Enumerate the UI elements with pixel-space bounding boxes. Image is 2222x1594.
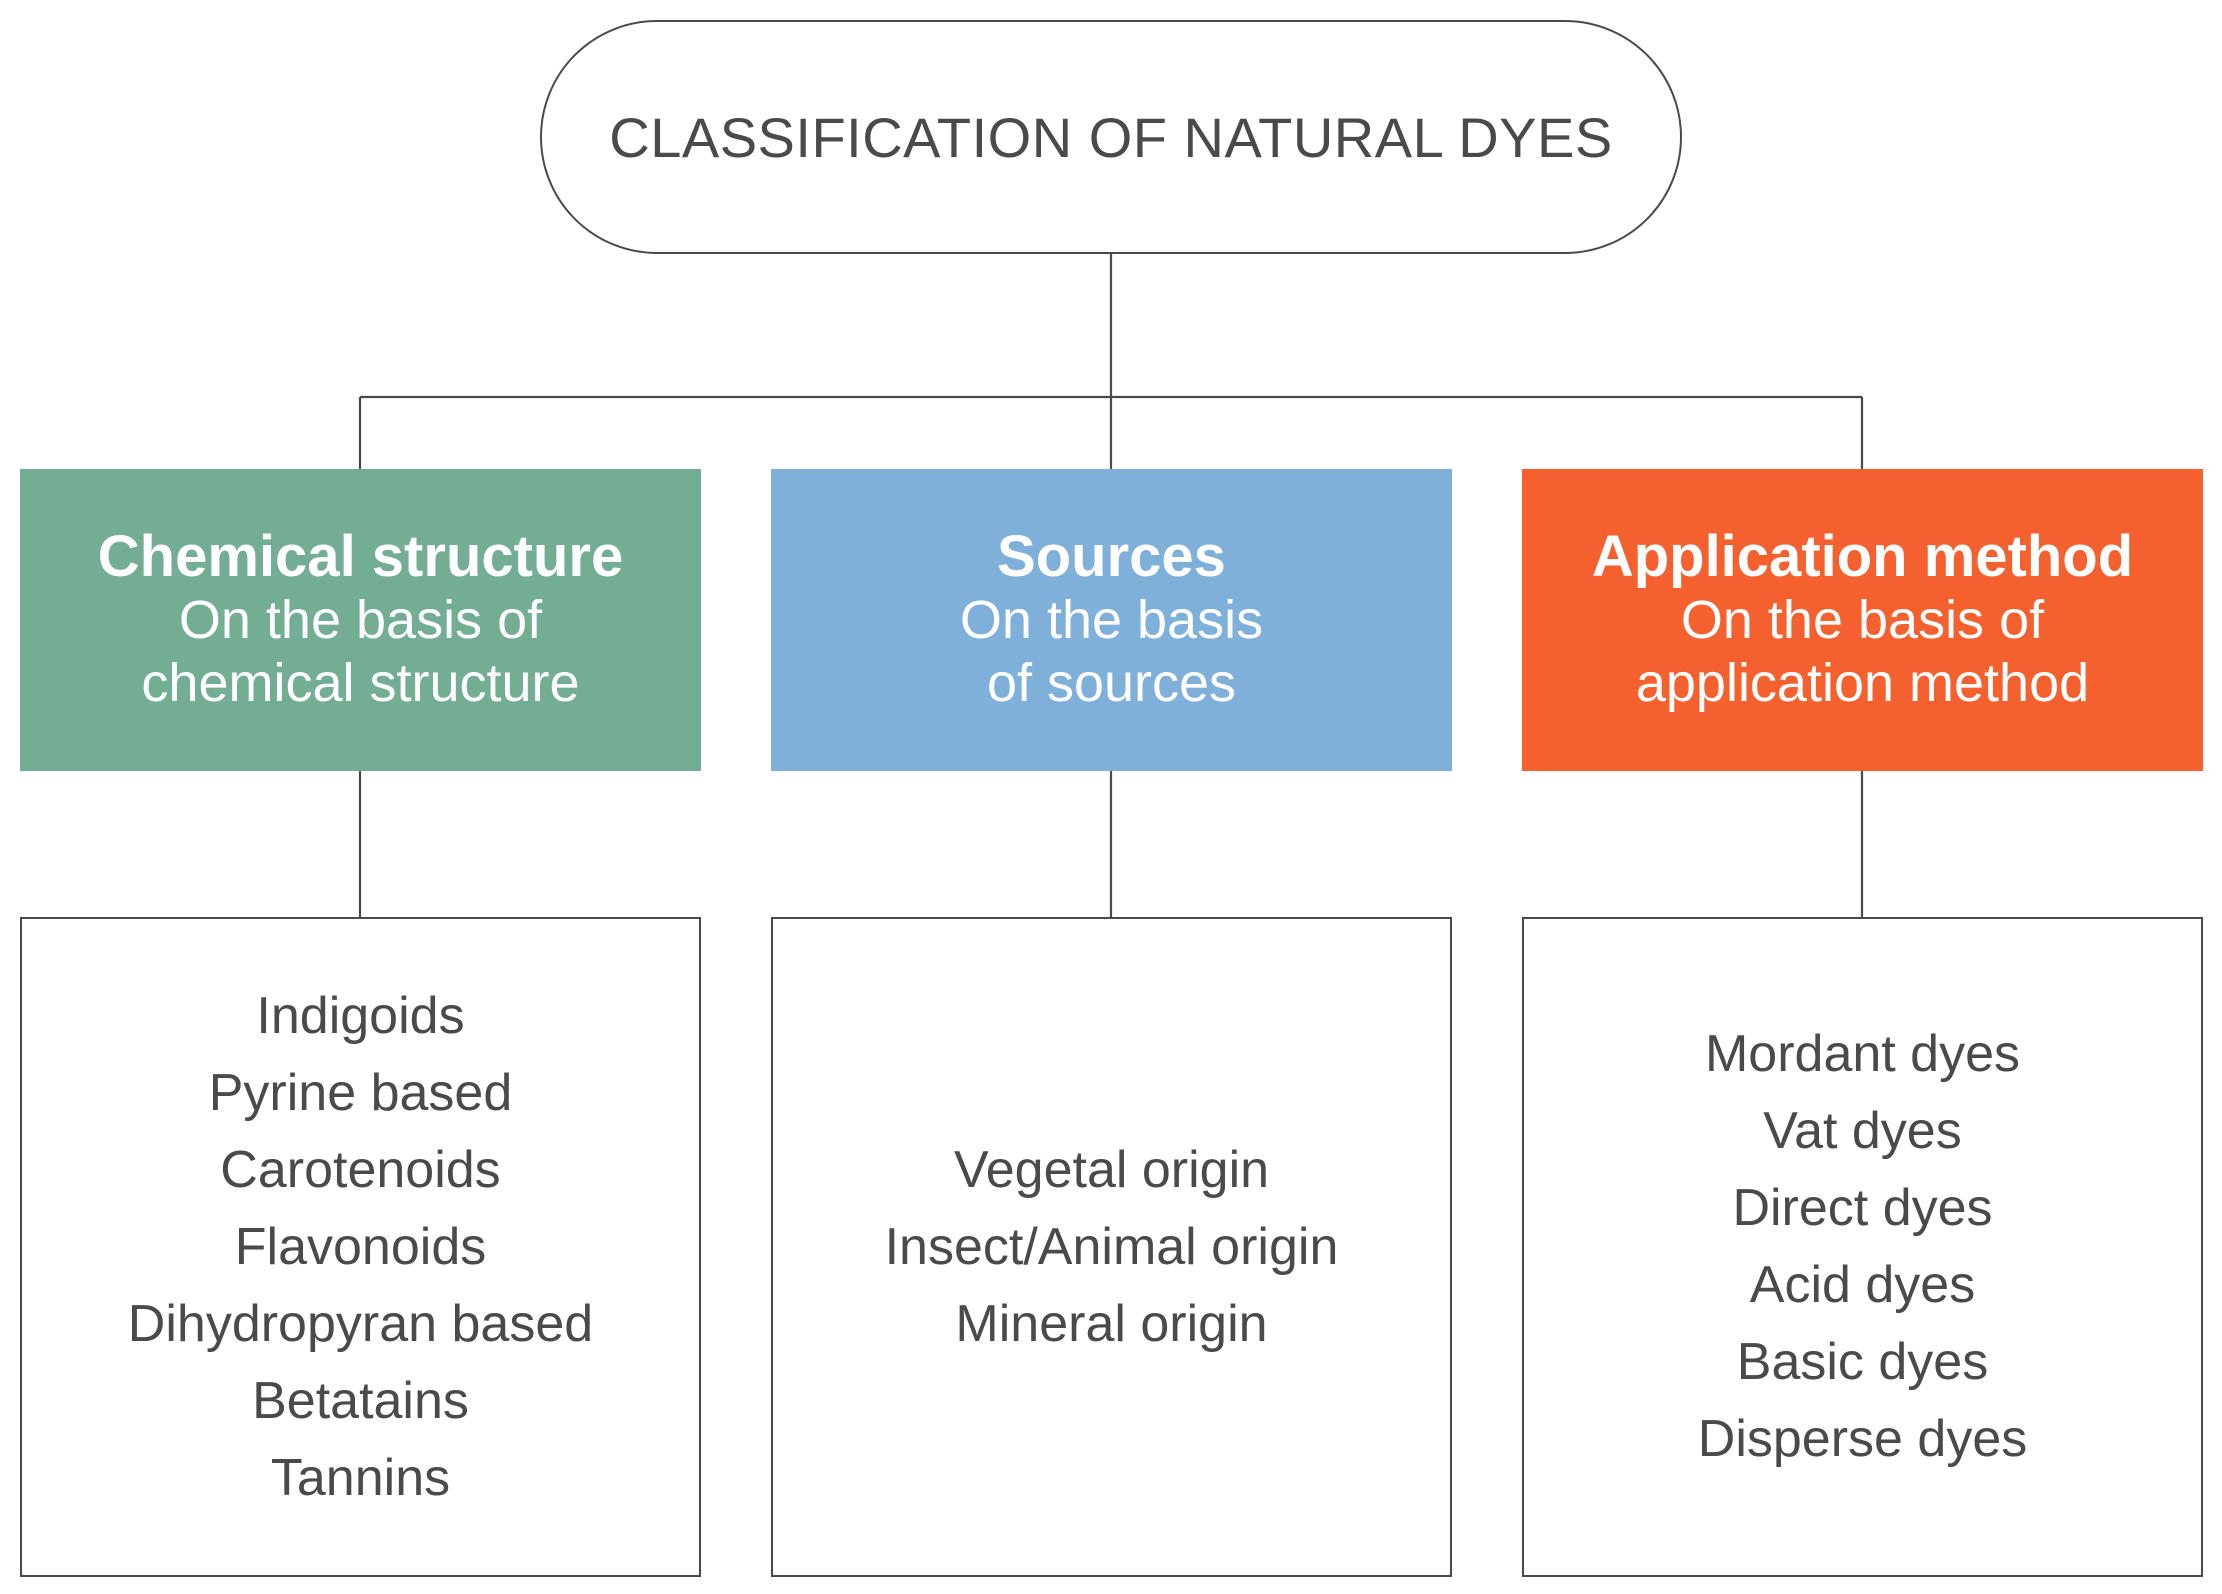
list-item: Acid dyes [1749,1256,1976,1314]
category-subtitle-line: chemical structure [141,653,580,713]
category-box-sources: Sources On the basis of sources [771,469,1452,771]
root-title: CLASSIFICATION OF NATURAL DYES [609,105,1613,169]
list-item: Disperse dyes [1697,1410,2028,1468]
list-item: Direct dyes [1732,1179,1993,1237]
list-item: Indigoids [256,986,465,1045]
category-title: Chemical structure [97,524,624,589]
list-item: Carotenoids [220,1140,501,1199]
category-subtitle-line: of sources [986,653,1237,713]
list-item: Vegetal origin [953,1140,1270,1199]
list-item: Vat dyes [1763,1102,1962,1160]
category-title: Application method [1591,524,2134,589]
list-item: Tannins [270,1448,451,1507]
list-item: Mineral origin [955,1294,1268,1353]
list-box-sources: Vegetal origin Insect/Animal origin Mine… [771,917,1452,1577]
list-box-chemical-structure: Indigoids Pyrine based Carotenoids Flavo… [20,917,701,1577]
list-item: Pyrine based [208,1063,513,1122]
category-subtitle-line: On the basis of [1680,590,2045,650]
list-item: Basic dyes [1736,1333,1989,1391]
list-item: Insect/Animal origin [884,1217,1339,1276]
category-subtitle-line: application method [1635,653,2090,713]
category-subtitle-line: On the basis [959,590,1264,650]
category-box-application-method: Application method On the basis of appli… [1522,469,2203,771]
list-item: Dihydropyran based [127,1294,594,1353]
list-box-application-method: Mordant dyes Vat dyes Direct dyes Acid d… [1522,917,2203,1577]
list-item: Flavonoids [234,1217,487,1276]
root-node: CLASSIFICATION OF NATURAL DYES [540,20,1682,254]
list-item: Mordant dyes [1704,1025,2021,1083]
category-subtitle-line: On the basis of [178,590,543,650]
category-title: Sources [997,524,1226,589]
category-box-chemical-structure: Chemical structure On the basis of chemi… [20,469,701,771]
list-item: Betatains [252,1371,469,1430]
